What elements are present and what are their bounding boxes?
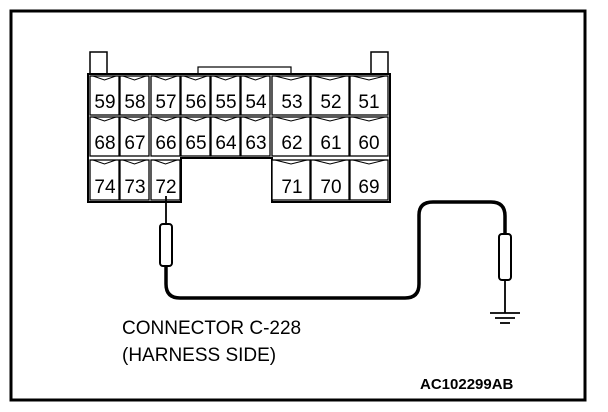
pin-63: 63 [245, 133, 266, 154]
pin-cavity [310, 75, 350, 116]
ground-icon [490, 312, 520, 324]
pin-lock-tab [213, 116, 238, 122]
pin-cavity [150, 116, 181, 157]
pin-cavity [210, 116, 241, 157]
probe-body [159, 223, 173, 267]
pin-cavity [150, 75, 181, 116]
pin-lock-tab [122, 159, 147, 165]
connector-c228: 59 58 57 56 55 54 53 52 51 68 67 66 65 6… [87, 51, 391, 203]
top-key [197, 66, 292, 75]
pin-lock-tab [274, 75, 308, 81]
pin-60: 60 [358, 133, 379, 154]
pin-lock-tab [153, 116, 178, 122]
pin-cavity [150, 159, 181, 201]
pin-lock-tab [243, 116, 268, 122]
pin-cavity [210, 75, 241, 116]
pin-cavity [89, 159, 120, 201]
ground-probe-body [498, 233, 512, 281]
pin-cavity [271, 159, 311, 201]
left-latch [89, 51, 108, 75]
pin-lock-tab [274, 116, 308, 122]
pin-51: 51 [358, 92, 379, 113]
pin-lock-tab [213, 75, 238, 81]
caption-line-1: CONNECTOR C-228 [122, 318, 301, 339]
pin-lock-tab [313, 116, 347, 122]
pin-lock-tab [92, 159, 117, 165]
pin-70: 70 [320, 177, 341, 198]
pin-58: 58 [124, 92, 145, 113]
pin-lock-tab [352, 116, 386, 122]
right-latch [370, 51, 389, 75]
pin-57: 57 [155, 92, 176, 113]
pin-55: 55 [215, 92, 236, 113]
pin-lock-tab [352, 75, 386, 81]
pin-54: 54 [245, 92, 267, 113]
pin-53: 53 [281, 92, 302, 113]
pin-cavity [310, 159, 350, 201]
pin-lock-tab [92, 75, 117, 81]
pin-65: 65 [185, 133, 206, 154]
pin-cells [89, 75, 389, 201]
pin-52: 52 [320, 92, 341, 113]
ground-probe [498, 233, 512, 313]
pin-lock-tab [352, 159, 386, 165]
pin-cavity [89, 75, 120, 116]
pin-cavity [119, 116, 150, 157]
pin-cavity [349, 75, 389, 116]
pin-62: 62 [281, 133, 302, 154]
pin-68: 68 [94, 133, 115, 154]
pin-lock-tab [274, 159, 308, 165]
pin-cavity [240, 116, 271, 157]
pin-lock-tab [313, 75, 347, 81]
pin-73: 73 [124, 177, 145, 198]
pin-64: 64 [215, 133, 237, 154]
pin-lock-tab [122, 75, 147, 81]
pin-lock-tab [243, 75, 268, 81]
pin-lock-tab [183, 116, 208, 122]
pin-cavity [271, 116, 311, 157]
pin-lock-tab [313, 159, 347, 165]
test-probe [159, 196, 173, 267]
reference-code: AC102299AB [420, 376, 514, 393]
pin-59: 59 [94, 92, 115, 113]
pin-72: 72 [155, 177, 176, 198]
pin-74: 74 [94, 177, 116, 198]
pin-71: 71 [281, 177, 302, 198]
caption-line-2: (HARNESS SIDE) [122, 345, 276, 366]
pin-cavity [310, 116, 350, 157]
pin-cavity [119, 159, 150, 201]
pin-cavity [119, 75, 150, 116]
pin-lock-tab [183, 75, 208, 81]
diagram-frame [9, 9, 587, 402]
pin-69: 69 [358, 177, 379, 198]
pin-lock-tab [122, 116, 147, 122]
pin-cavity [180, 75, 211, 116]
pin-lock-tab [92, 116, 117, 122]
pin-67: 67 [124, 133, 145, 154]
pin-cavity [89, 116, 120, 157]
pin-lock-tab [153, 75, 178, 81]
test-lead-wire [164, 200, 507, 300]
pin-56: 56 [185, 92, 206, 113]
pin-cavity [349, 116, 389, 157]
pin-66: 66 [155, 133, 176, 154]
pin-61: 61 [320, 133, 341, 154]
pin-lock-tab [153, 159, 178, 165]
pin-cavity [349, 159, 389, 201]
pin-cavity [240, 75, 271, 116]
pin-cavity [271, 75, 311, 116]
pin-cavity [180, 116, 211, 157]
